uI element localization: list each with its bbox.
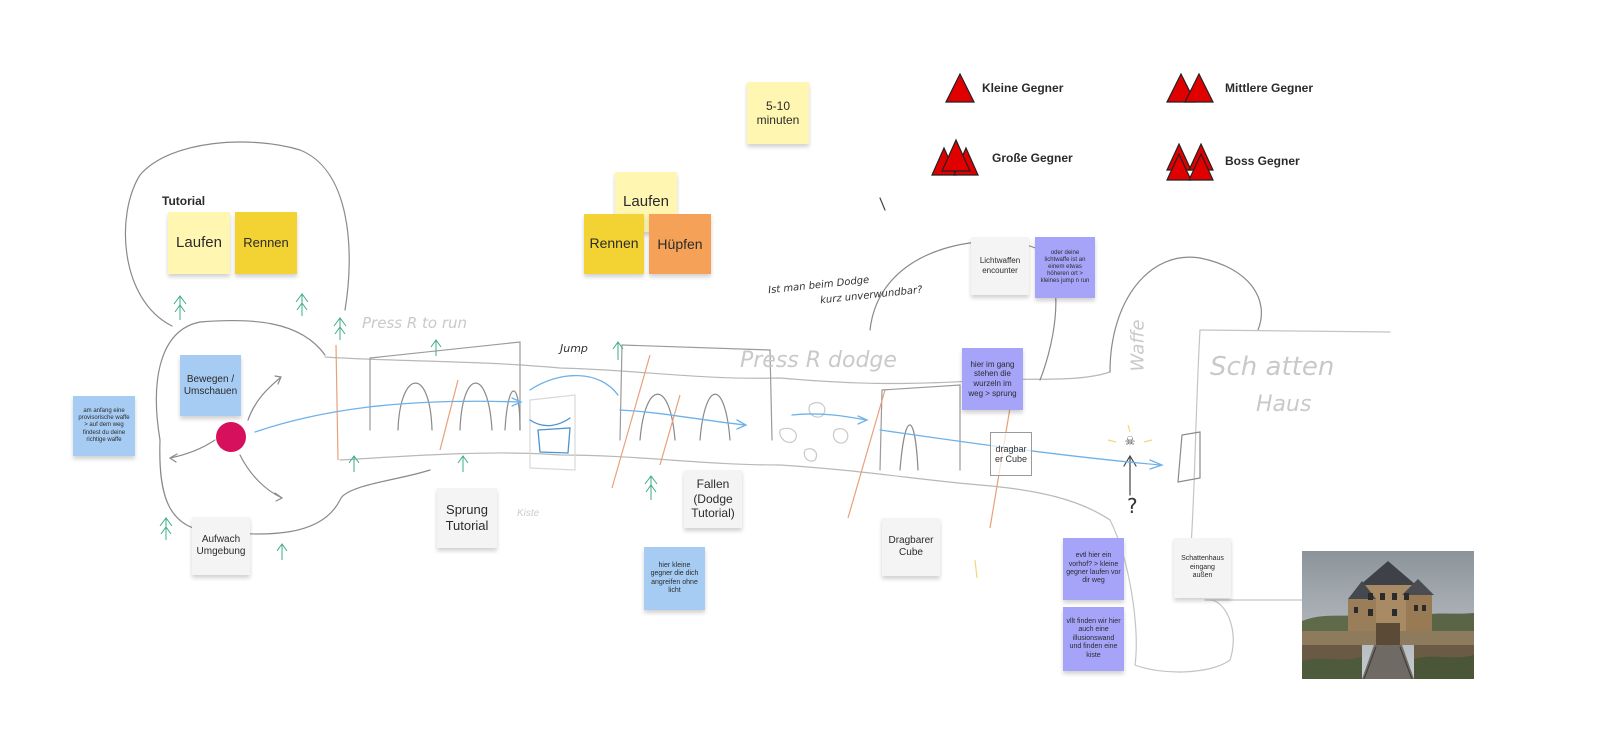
red-triangle-icon — [1166, 72, 1214, 103]
legend-small-label: Kleine Gegner — [982, 81, 1064, 95]
sticky-huepfen[interactable]: Hüpfen — [649, 214, 711, 274]
tree-icon — [159, 293, 658, 560]
handwriting-press-r-dodge: Press R dodge — [740, 348, 897, 373]
handwriting-haus: Haus — [1256, 392, 1312, 417]
handwriting-jump: Jump — [560, 342, 588, 355]
handwriting-waffe: Waffe — [1127, 319, 1149, 372]
skull-icon[interactable]: ☠ — [1124, 434, 1136, 448]
castle-image — [1302, 551, 1474, 679]
sticky-lichtwaffen-encounter[interactable]: Lichtwaffen encounter — [971, 237, 1029, 295]
sticky-laufen-tutorial[interactable]: Laufen — [168, 212, 230, 274]
sticky-5-10-minuten[interactable]: 5-10 minuten — [747, 82, 809, 144]
red-triangle-icon — [931, 138, 979, 176]
sticky-dragbarer-cube[interactable]: Dragbarer Cube — [882, 518, 940, 576]
legend-small-enemy[interactable]: Kleine Gegner — [944, 72, 1063, 104]
sticky-wurzeln-note[interactable]: hier im gang stehen die wurzeln im weg >… — [962, 348, 1023, 410]
red-triangle-icon — [1166, 142, 1214, 181]
sticky-sprung-tutorial[interactable]: Sprung Tutorial — [437, 488, 497, 548]
sticky-schattenhaus-eingang[interactable]: Schattenhaus eingang außen — [1174, 538, 1231, 598]
handwriting-schatten: Sch atten — [1210, 352, 1335, 382]
sticky-kleine-gegner-note[interactable]: hier kleine gegner die dich angreifen oh… — [644, 547, 705, 610]
legend-boss-label: Boss Gegner — [1225, 154, 1300, 168]
sticky-rennen-mid[interactable]: Rennen — [584, 214, 644, 274]
dragbar-cube-frame[interactable]: dragbar er Cube — [990, 432, 1032, 476]
player-marker-icon[interactable] — [216, 422, 246, 452]
sticky-illusion-note[interactable]: vllt finden wir hier auch eine illusions… — [1063, 607, 1124, 671]
sticky-bewegen-umschauen[interactable]: Bewegen / Umschauen — [180, 355, 241, 416]
handwriting-kiste: Kiste — [517, 508, 540, 519]
tutorial-label: Tutorial — [162, 194, 206, 208]
handwriting-question: ? — [1127, 494, 1138, 518]
legend-medium-label: Mittlere Gegner — [1225, 81, 1314, 95]
legend-large-label: Große Gegner — [992, 151, 1073, 165]
handwriting-press-r-run: Press R to run — [362, 314, 468, 332]
sticky-rennen-tutorial[interactable]: Rennen — [235, 212, 297, 274]
red-triangle-icon — [945, 72, 975, 103]
legend-large-enemy[interactable]: Große Gegner — [930, 138, 1073, 178]
sticky-aufwach-umgebung[interactable]: Aufwach Umgebung — [192, 517, 250, 575]
castle-photo[interactable] — [1302, 551, 1474, 679]
sticky-vorhof-note[interactable]: evtl hier ein vorhof? > kleine gegner la… — [1063, 538, 1124, 600]
sticky-fallen-dodge[interactable]: Fallen (Dodge Tutorial) — [684, 470, 742, 528]
legend-boss-enemy[interactable]: Boss Gegner — [1165, 140, 1300, 182]
sticky-lichtwaffe-note[interactable]: oder deine lichtwaffe ist an einem etwas… — [1035, 237, 1095, 298]
legend-medium-enemy[interactable]: Mittlere Gegner — [1165, 72, 1313, 104]
sticky-waffe-note[interactable]: am anfang eine provisorische waffe > auf… — [73, 396, 135, 456]
